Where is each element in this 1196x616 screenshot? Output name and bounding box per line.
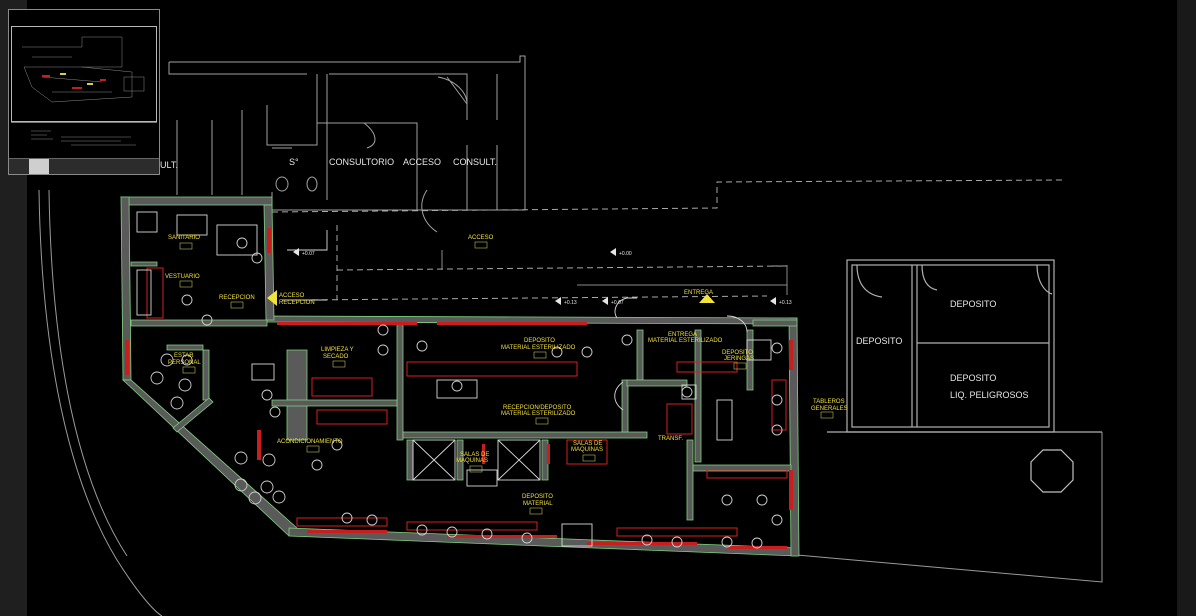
label-tableros-2: GENERALES — [811, 406, 848, 412]
label-estar-1: ESTAR — [174, 353, 194, 359]
label-deposito-jeringas-1: DEPOSITO — [722, 350, 753, 356]
floor-plan[interactable]: CONSULT. S° CONSULTORIO ACCESO CONSULT. … — [27, 0, 1177, 616]
label-acondicionamiento: ACONDICIONAMIENTO — [277, 439, 343, 445]
label-consultorio: CONSULTORIO — [329, 157, 394, 167]
label-deposito-mat-1: DEPOSITO — [522, 494, 553, 500]
label-recepcion: RECEPCION — [219, 295, 255, 301]
entrega-arrow-icon — [699, 294, 715, 303]
level-markers — [293, 248, 776, 305]
label-salas-maq-2-b: MAQUINAS — [571, 447, 603, 453]
label-vestuario: VESTUARIO — [165, 274, 200, 280]
label-deposito-est-1: DEPOSITO — [524, 338, 555, 344]
red-columns — [125, 228, 793, 549]
layout-tabs[interactable] — [9, 158, 159, 174]
label-liq-peligrosos: LIQ. PELIGROSOS — [950, 390, 1029, 400]
label-salas-maq-2-a: SALAS DE — [573, 441, 602, 447]
label-level-3: +0.13 — [564, 300, 577, 306]
label-deposito-b: DEPOSITO — [950, 299, 996, 309]
label-limpieza-1: LIMPIEZA Y — [321, 347, 354, 353]
access-arrow-icon — [267, 290, 277, 306]
layout-tab-active[interactable] — [29, 159, 49, 174]
label-entrega: ENTREGA — [684, 290, 713, 296]
label-salas-maq-1-a: SALAS DE — [460, 452, 489, 458]
label-deposito-mat-2: MATERIAL — [523, 501, 553, 507]
chairs — [150, 237, 783, 549]
deposit-block — [827, 259, 1102, 433]
layout-preview-panel[interactable] — [8, 9, 160, 175]
label-salas-maq-1-b: MAQUINAS — [456, 458, 488, 464]
label-deposito-est-2: MATERIAL ESTERILIZADO — [501, 345, 576, 351]
drawing-canvas[interactable]: CONSULT. S° CONSULTORIO ACCESO CONSULT. … — [27, 0, 1177, 616]
equipment-white — [136, 211, 772, 547]
label-estar-2: PERSONAL — [168, 360, 201, 366]
label-limpieza-2: SECADO — [323, 354, 349, 360]
label-entrega-mat-2: MATERIAL ESTERILIZADO — [648, 338, 723, 344]
label-acceso-top: ACCESO — [403, 157, 441, 167]
room-tags — [179, 241, 834, 515]
label-deposito-a: DEPOSITO — [856, 336, 902, 346]
label-acceso-corridor: ACCESO — [468, 235, 494, 241]
sheet-preview — [11, 122, 157, 161]
label-consult-right: CONSULT. — [453, 157, 497, 167]
label-level-4: +0.07 — [611, 300, 624, 306]
octagon-tank — [1030, 449, 1074, 493]
label-entrega-mat-1: ENTREGA — [668, 332, 697, 338]
main-walls — [120, 196, 800, 557]
corridor-lines — [441, 250, 788, 295]
right-scroll-strip[interactable] — [1177, 0, 1196, 616]
label-tableros-1: TABLEROS — [813, 399, 845, 405]
label-acceso-recepcion-2: RECEPCION — [279, 300, 315, 306]
dashed-lines — [271, 179, 1063, 301]
label-sanitario: S° — [289, 157, 299, 167]
layout-preview-icon[interactable] — [11, 26, 157, 122]
label-recepcion-dep-1: RECEPCION/DEPOSITO — [503, 405, 572, 411]
upper-rooms — [168, 55, 526, 233]
site-boundary — [38, 189, 1103, 616]
label-sanitario-room: SANITARIO — [168, 235, 200, 241]
label-level-1: +0.07 — [302, 251, 315, 257]
label-recepcion-dep-2: MATERIAL ESTERILIZADO — [501, 411, 576, 417]
label-deposito-c: DEPOSITO — [950, 373, 996, 383]
label-acceso-recepcion-1: ACCESO — [279, 293, 305, 299]
label-level-5: +0.13 — [779, 300, 792, 306]
label-deposito-jeringas-2: JERINGAS — [724, 356, 754, 362]
label-transf: TRANSF. — [658, 436, 683, 442]
label-level-2: +0.00 — [619, 251, 632, 257]
